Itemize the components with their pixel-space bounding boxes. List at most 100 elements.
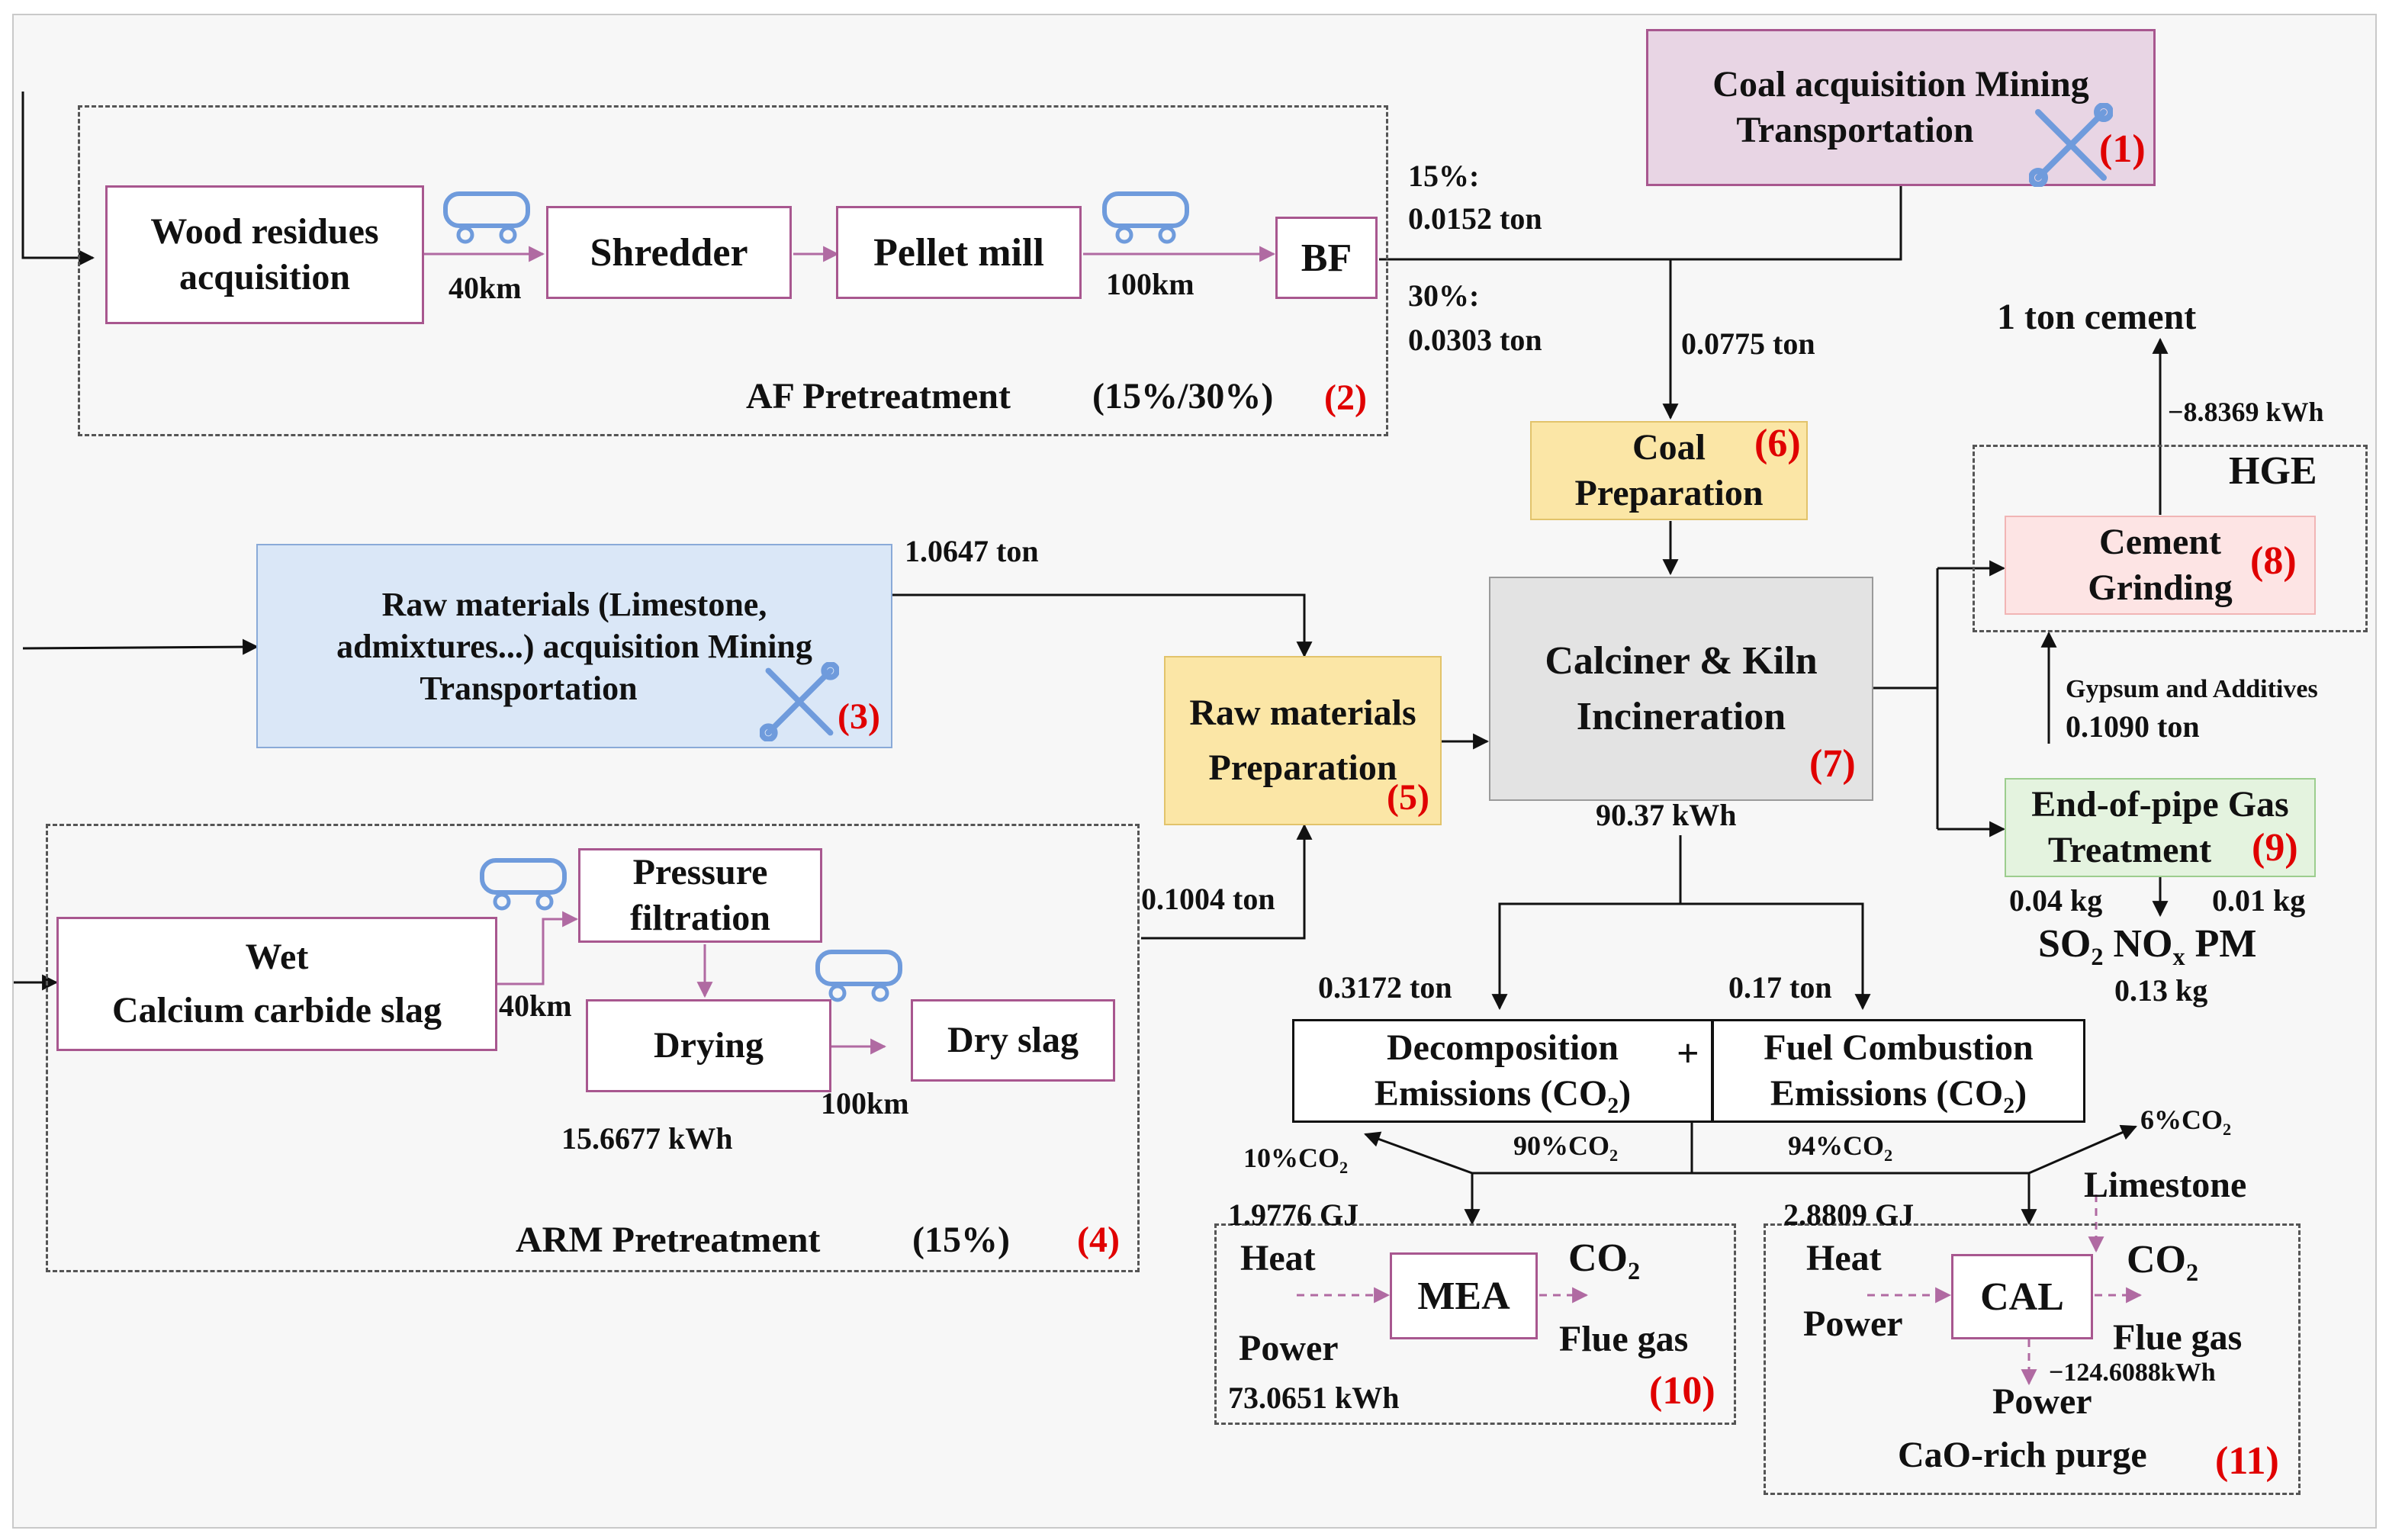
co2-6pct-label: 6%CO2 xyxy=(2140,1104,2232,1139)
kiln-line1: Calciner & Kiln xyxy=(1545,639,1818,683)
coal-prep-index: (6) xyxy=(1754,422,1801,465)
arm-title: ARM Pretreatment xyxy=(516,1220,821,1260)
decomp-line2: Emissions (CO2) xyxy=(1374,1073,1632,1119)
arm-flow-label: 0.1004 ton xyxy=(1141,882,1275,916)
co2-10-arrow xyxy=(1364,1131,1473,1175)
cal-group xyxy=(1764,1223,2301,1495)
fuel-combustion-emissions-box: Fuel Combustion Emissions (CO2) xyxy=(1712,1019,2085,1123)
decomp-line1: Decomposition xyxy=(1387,1027,1619,1068)
truck-icon xyxy=(480,858,567,911)
decomp-flow-label: 0.3172 ton xyxy=(1318,970,1452,1005)
af-val30: 0.0303 ton xyxy=(1408,323,1542,357)
cal-power-out-value: −124.6088kWh xyxy=(2049,1358,2216,1387)
arm-pretreatment-group xyxy=(46,824,1140,1272)
wet-line1: Wet xyxy=(245,937,309,977)
co2-6-arrow xyxy=(2028,1124,2137,1175)
raw-flow-label: 1.0647 ton xyxy=(905,534,1039,568)
arm-index: (4) xyxy=(1077,1220,1120,1260)
calciner-kiln-box: Calciner & Kiln Incineration xyxy=(1489,577,1873,801)
grinding-line1: Cement xyxy=(2099,522,2221,562)
pm-label: PM xyxy=(2194,922,2257,966)
so2-label: SO xyxy=(2038,922,2092,966)
pm-value: 0.13 kg xyxy=(2114,973,2208,1008)
mea-flue-gas-label: Flue gas xyxy=(1559,1319,1689,1359)
mea-power-label: Power xyxy=(1239,1328,1339,1368)
wet-slag-box: Wet Calcium carbide slag xyxy=(56,917,497,1051)
hge-group xyxy=(1973,445,2368,632)
mea-power-value: 73.0651 kWh xyxy=(1228,1381,1400,1415)
drying-box: Drying xyxy=(586,999,831,1092)
coal-connector xyxy=(1379,186,1902,261)
arm-dist-100km: 100km xyxy=(821,1086,909,1120)
arm-to-prep-arrow xyxy=(1141,823,1313,940)
mea-energy-label: 1.9776 GJ xyxy=(1228,1198,1359,1232)
kiln-index: (7) xyxy=(1809,742,1856,786)
raw-index: (3) xyxy=(838,696,880,737)
limestone-label: Limestone xyxy=(2084,1165,2247,1205)
raw-prep-line2: Preparation xyxy=(1208,747,1397,788)
shredder-box: Shredder xyxy=(546,206,792,299)
cal-box: CAL xyxy=(1951,1254,2093,1339)
dry-slag-box: Dry slag xyxy=(911,999,1115,1082)
truck-icon xyxy=(443,191,530,244)
wood-residues-box: Wood residues acquisition xyxy=(105,185,424,324)
kiln-line2: Incineration xyxy=(1576,695,1786,738)
co2-10pct-label: 10%CO2 xyxy=(1243,1143,1349,1177)
af-index: (2) xyxy=(1324,378,1367,418)
arm-dist-40km: 40km xyxy=(499,989,572,1023)
af-pct15: 15%: xyxy=(1408,159,1480,193)
cement-product-label: 1 ton cement xyxy=(1997,297,2197,337)
af-pretreatment-group xyxy=(78,105,1388,436)
grinding-line2: Grinding xyxy=(2088,567,2233,608)
raw-prep-index: (5) xyxy=(1387,777,1429,818)
cement-power-label: −8.8369 kWh xyxy=(2168,397,2324,427)
coal-label-line2: Transportation xyxy=(1736,110,1974,150)
cement-grinding-box: Cement Grinding xyxy=(2005,516,2316,615)
fuel-flow-label: 0.17 ton xyxy=(1728,970,1832,1005)
decomposition-emissions-box: Decomposition Emissions (CO2) xyxy=(1292,1019,1713,1123)
coal-preparation-box: Coal Preparation xyxy=(1530,421,1808,520)
truck-icon xyxy=(815,950,902,1002)
tools-icon xyxy=(2029,103,2113,187)
cal-power-label: Power xyxy=(1803,1304,1903,1344)
drying-power-label: 15.6677 kWh xyxy=(561,1121,733,1156)
kiln-power-label: 90.37 kWh xyxy=(1596,798,1737,832)
raw-line2: admixtures...) acquisition Mining xyxy=(336,627,812,665)
raw-entry-arrow xyxy=(22,638,259,655)
truck-icon xyxy=(1102,191,1189,244)
af-val15: 0.0152 ton xyxy=(1408,201,1542,236)
af-dist-100km: 100km xyxy=(1106,267,1194,301)
af-title: AF Pretreatment xyxy=(746,376,1011,416)
cal-flue-gas-label: Flue gas xyxy=(2113,1317,2243,1358)
af-entry-arrow xyxy=(21,92,95,266)
wood-line1: Wood residues xyxy=(150,211,379,252)
mea-index: (10) xyxy=(1649,1369,1715,1413)
so2-value: 0.04 kg xyxy=(2009,883,2103,918)
mea-group xyxy=(1214,1223,1736,1425)
raw-preparation-box: Raw materials Preparation xyxy=(1164,656,1442,825)
nox-label: NO xyxy=(2113,922,2173,966)
fuel-line1: Fuel Combustion xyxy=(1764,1027,2034,1068)
coal-prep-line2: Preparation xyxy=(1574,473,1764,513)
wood-line2: acquisition xyxy=(178,257,351,297)
hge-label: HGE xyxy=(2229,449,2317,493)
grinding-index: (8) xyxy=(2250,539,2297,583)
gypsum-label: Gypsum and Additives xyxy=(2066,675,2318,703)
to-decomp-arrow xyxy=(1491,835,1682,1011)
coal-flow-label: 0.0775 ton xyxy=(1681,326,1815,361)
pressure-line2: filtration xyxy=(630,898,770,938)
nox-value: 0.01 kg xyxy=(2212,883,2306,918)
pressure-line1: Pressure xyxy=(632,852,768,892)
af-title-pct: (15%/30%) xyxy=(1092,376,1274,416)
pressure-filtration-box: Pressure filtration xyxy=(578,848,822,943)
pellet-mill-box: Pellet mill xyxy=(836,206,1082,299)
cal-index: (11) xyxy=(2215,1439,2279,1483)
mea-heat-label: Heat xyxy=(1240,1238,1316,1278)
raw-line3: Transportation xyxy=(420,669,638,707)
coal-label-line1: Coal acquisition Mining xyxy=(1712,64,2089,104)
tools-icon xyxy=(760,662,839,741)
plus-sign: + xyxy=(1677,1032,1699,1075)
mea-box: MEA xyxy=(1390,1252,1538,1339)
